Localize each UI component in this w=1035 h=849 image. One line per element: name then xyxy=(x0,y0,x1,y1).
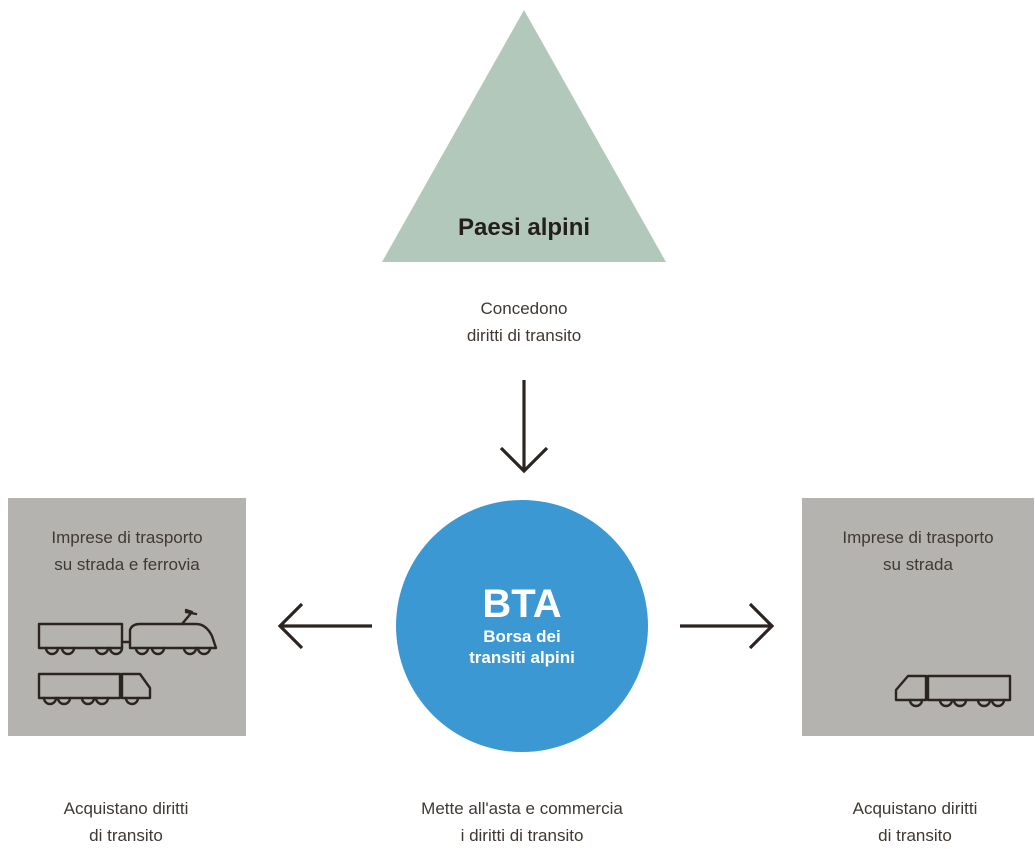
arrow-left-icon xyxy=(277,602,372,650)
road-rail-companies-caption: Acquistano diritti di transito xyxy=(63,799,189,845)
arrow-down-icon xyxy=(499,380,549,474)
arrow-right-icon xyxy=(680,602,775,650)
alpine-countries-caption: Concedono diritti di transito xyxy=(466,299,582,345)
bta-caption: Mette all'asta e commercia i diritti di … xyxy=(421,799,623,845)
truck-icon xyxy=(894,674,1012,708)
truck-icon xyxy=(37,672,152,706)
alpine-countries-triangle xyxy=(382,10,666,262)
alpine-countries-title: Paesi alpini xyxy=(457,214,591,241)
road-companies-caption: Acquistano diritti di transito xyxy=(852,799,978,845)
road-companies-box: Imprese di trasporto su strada xyxy=(802,498,1034,736)
road-rail-companies-box: Imprese di trasporto su strada e ferrovi… xyxy=(8,498,246,736)
bta-name: Borsa dei transiti alpini xyxy=(469,627,575,667)
train-icon xyxy=(37,608,218,656)
road-companies-title: Imprese di trasporto su strada xyxy=(842,528,994,574)
road-rail-companies-title: Imprese di trasporto su strada e ferrovi… xyxy=(51,528,203,574)
bta-circle: BTA Borsa dei transiti alpini xyxy=(396,500,648,752)
bta-acronym: BTA xyxy=(482,582,562,626)
